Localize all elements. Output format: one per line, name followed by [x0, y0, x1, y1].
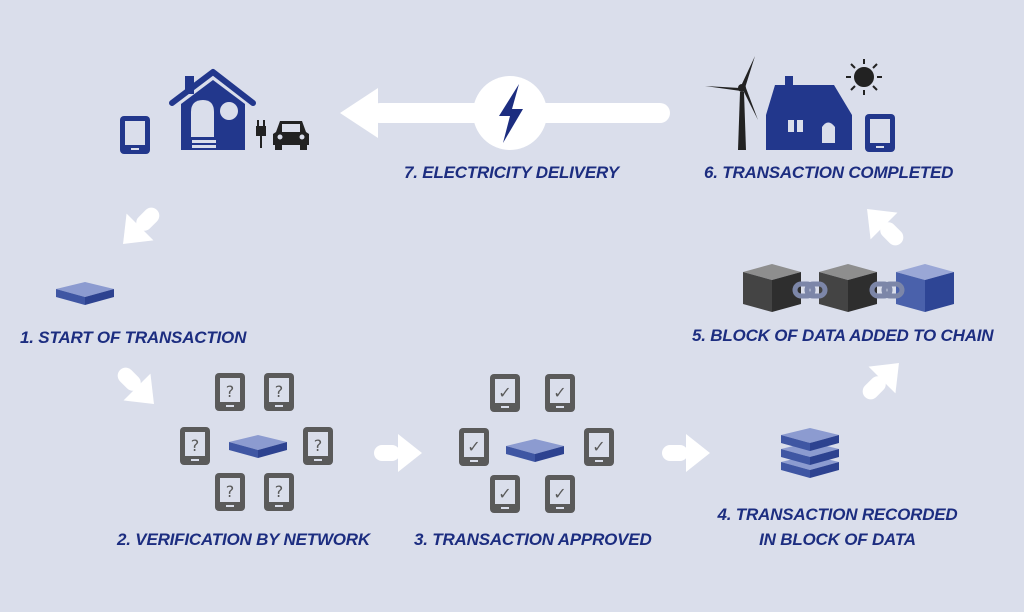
- tablet-icon: [120, 116, 150, 154]
- svg-text:✓: ✓: [592, 437, 605, 456]
- arrow-step3-to-step4: [662, 434, 710, 472]
- tablet-question-icon: ?: [264, 473, 294, 511]
- svg-text:?: ?: [314, 436, 323, 455]
- tablet-question-icon: ?: [180, 427, 210, 465]
- tablet-icon: [865, 114, 895, 152]
- data-block-icon: [506, 439, 564, 462]
- arrow-step2-to-step3: [374, 434, 422, 472]
- stacked-blocks-icon: [781, 428, 839, 478]
- electricity-delivery-arrow: [340, 76, 670, 150]
- svg-text:✓: ✓: [498, 383, 511, 402]
- plug-icon: [256, 120, 266, 148]
- step-4-label-line1: 4. TRANSACTION RECORDED: [717, 505, 958, 524]
- arrow-step4-to-step5: [851, 349, 913, 411]
- step-5-label: 5. BLOCK OF DATA ADDED TO CHAIN: [692, 326, 994, 345]
- gray-block-icon: [819, 264, 877, 312]
- tablet-check-icon: ✓: [545, 475, 575, 513]
- data-block-icon: [56, 282, 114, 305]
- arrow-step1-to-step2: [106, 356, 168, 418]
- arrow-step5-to-step6: [853, 195, 915, 257]
- tablet-check-icon: ✓: [459, 428, 489, 466]
- svg-text:✓: ✓: [498, 484, 511, 503]
- svg-text:?: ?: [226, 382, 235, 401]
- svg-text:✓: ✓: [553, 383, 566, 402]
- consumer-home-icon: [120, 69, 309, 154]
- house-icon: [169, 69, 256, 150]
- tablet-check-icon: ✓: [545, 374, 575, 412]
- tablet-question-icon: ?: [215, 373, 245, 411]
- svg-text:?: ?: [275, 382, 284, 401]
- wind-turbine-icon: [705, 56, 758, 150]
- step-4-label: 4. TRANSACTION RECORDED IN BLOCK OF DATA: [700, 505, 975, 550]
- svg-text:?: ?: [275, 482, 284, 501]
- house-icon: [766, 76, 852, 150]
- tablet-question-icon: ?: [215, 473, 245, 511]
- step-4-label-line2: IN BLOCK OF DATA: [759, 530, 916, 549]
- step-1-label: 1. START OF TRANSACTION: [20, 328, 247, 347]
- tablet-question-icon: ?: [264, 373, 294, 411]
- sun-icon: [846, 59, 882, 95]
- gray-block-icon: [743, 264, 801, 312]
- car-icon: [273, 121, 309, 150]
- svg-text:?: ?: [191, 436, 200, 455]
- data-block-icon: [229, 435, 287, 458]
- svg-text:?: ?: [226, 482, 235, 501]
- house-wind-sun-icon: [705, 56, 895, 152]
- lightning-bolt-icon: [499, 84, 523, 143]
- step-2-label: 2. VERIFICATION BY NETWORK: [117, 530, 370, 549]
- blue-block-icon: [896, 264, 954, 312]
- step-7-label: 7. ELECTRICITY DELIVERY: [404, 163, 619, 182]
- approved-network: ✓ ✓ ✓ ✓ ✓ ✓: [459, 374, 614, 513]
- tablet-check-icon: ✓: [584, 428, 614, 466]
- svg-text:✓: ✓: [553, 484, 566, 503]
- arrow-home-to-step1: [109, 196, 171, 258]
- tablet-question-icon: ?: [303, 427, 333, 465]
- chained-blocks-icon: [743, 264, 954, 312]
- svg-text:✓: ✓: [467, 437, 480, 456]
- verification-network: ? ? ? ? ? ?: [180, 373, 333, 511]
- step-6-label: 6. TRANSACTION COMPLETED: [704, 163, 954, 182]
- step-3-label: 3. TRANSACTION APPROVED: [414, 530, 652, 549]
- tablet-check-icon: ✓: [490, 475, 520, 513]
- tablet-check-icon: ✓: [490, 374, 520, 412]
